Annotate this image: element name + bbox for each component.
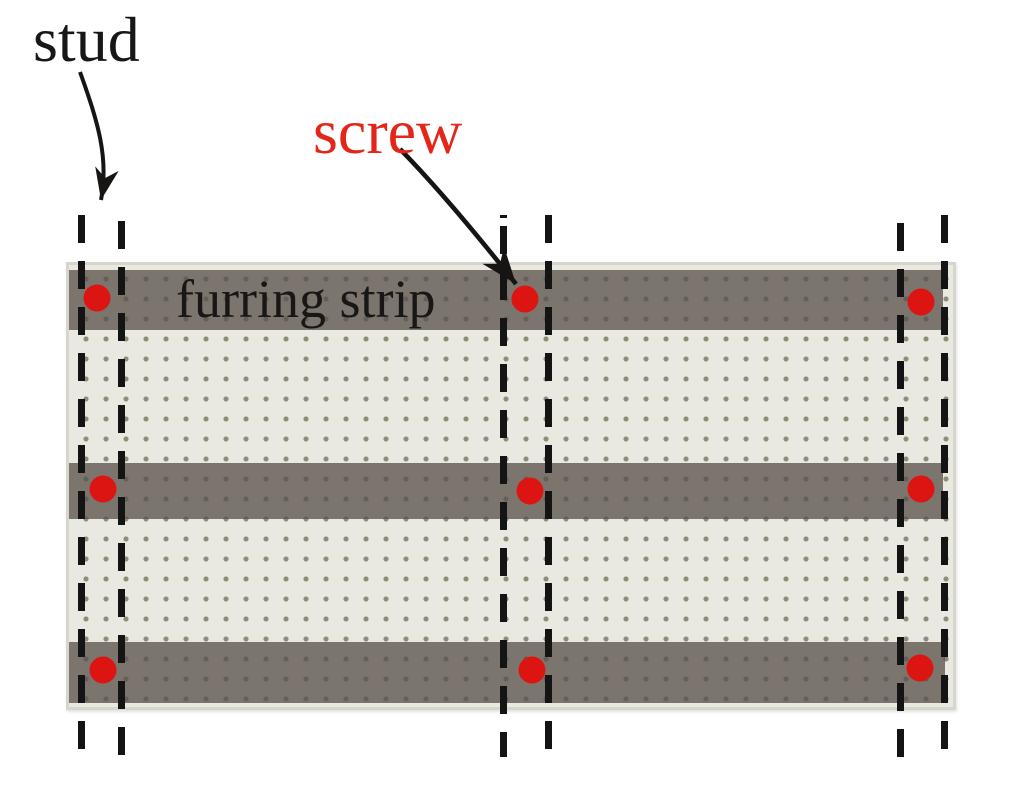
screw-label: screw	[313, 96, 463, 167]
screw-dot	[83, 284, 111, 312]
stud-line	[896, 215, 904, 757]
stud-line	[77, 215, 85, 757]
screw-dot	[511, 285, 539, 313]
stud-arrow	[78, 71, 119, 201]
furring-strip-label: furring strip	[176, 269, 436, 329]
screw-dot	[907, 475, 935, 503]
screw-dot	[518, 656, 546, 684]
stud-line	[940, 215, 948, 757]
screw-dot	[89, 475, 117, 503]
stud-line	[544, 215, 552, 757]
stud-line	[117, 215, 125, 757]
furring-strip	[69, 642, 945, 703]
pegboard	[66, 262, 956, 710]
stud-line	[499, 215, 507, 757]
screw-dot	[516, 477, 544, 505]
stud-label: stud	[33, 4, 140, 75]
screw-dot	[906, 654, 934, 682]
screw-dot	[89, 656, 117, 684]
screw-dot	[907, 288, 935, 316]
